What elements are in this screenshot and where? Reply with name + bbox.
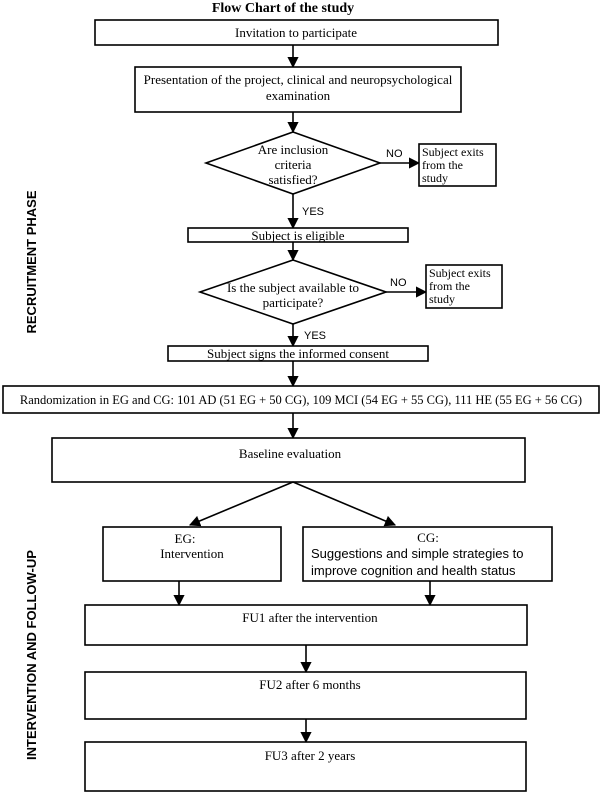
chart-title: Flow Chart of the study xyxy=(212,1,354,16)
cg-text-line3: improve cognition and health status xyxy=(311,563,516,578)
randomization-box xyxy=(2,385,600,414)
decision1-text-line2: criteria xyxy=(275,157,312,172)
arrow-baseline-to-eg xyxy=(188,481,294,527)
fu3-text: FU3 after 2 years xyxy=(265,748,356,763)
fu1-text: FU1 after the intervention xyxy=(242,610,378,625)
intervention-phase-label: INTERVENTION AND FOLLOW-UP xyxy=(24,550,39,760)
fu1-box xyxy=(84,604,528,646)
invitation-box xyxy=(94,19,499,46)
decision1-text-line3: satisfied? xyxy=(268,172,317,187)
decision2-no-label: NO xyxy=(390,277,407,289)
decision1-yes-label: YES xyxy=(302,206,324,218)
eg-text-line2: Intervention xyxy=(160,546,224,561)
fu2-box xyxy=(84,671,527,720)
fu2-text: FU2 after 6 months xyxy=(259,677,360,692)
eg-box xyxy=(102,526,282,582)
cg-box xyxy=(302,526,553,582)
arrow-baseline-to-cg xyxy=(292,481,397,527)
exit2-box xyxy=(425,264,503,309)
eg-text-line1: EG: xyxy=(175,531,196,546)
consent-box xyxy=(167,345,429,362)
decision1-no-label: NO xyxy=(386,148,403,160)
exit2-text-line3: study xyxy=(429,292,455,306)
consent-text: Subject signs the informed consent xyxy=(207,346,389,361)
decision1-text-line1: Are inclusion xyxy=(258,142,329,157)
fu3-box xyxy=(84,741,527,792)
eligible-text: Subject is eligible xyxy=(251,228,344,243)
exit1-text-line2: from the xyxy=(422,158,463,172)
exit1-text-line1: Subject exits xyxy=(422,145,484,159)
randomization-text: Randomization in EG and CG: 101 AD (51 E… xyxy=(20,393,582,407)
invitation-text: Invitation to participate xyxy=(235,25,357,40)
exit1-box xyxy=(418,143,497,187)
baseline-text: Baseline evaluation xyxy=(239,446,342,461)
decision2-yes-label: YES xyxy=(304,330,326,342)
presentation-text-line1: Presentation of the project, clinical an… xyxy=(144,72,453,87)
recruitment-phase-label: RECRUITMENT PHASE xyxy=(24,190,39,333)
baseline-box xyxy=(51,437,526,483)
exit1-text-line3: study xyxy=(422,171,448,185)
cg-text-line1: CG: xyxy=(417,530,439,545)
presentation-box xyxy=(134,66,462,113)
decision2-text-line1: Is the subject available to xyxy=(227,280,359,295)
decision2-text-line2: participate? xyxy=(263,295,324,310)
exit2-text-line2: from the xyxy=(429,279,470,293)
eligible-box xyxy=(187,227,409,243)
cg-text-line2: Suggestions and simple strategies to xyxy=(311,546,523,561)
presentation-text-line2: examination xyxy=(266,88,331,103)
exit2-text-line1: Subject exits xyxy=(429,266,491,280)
